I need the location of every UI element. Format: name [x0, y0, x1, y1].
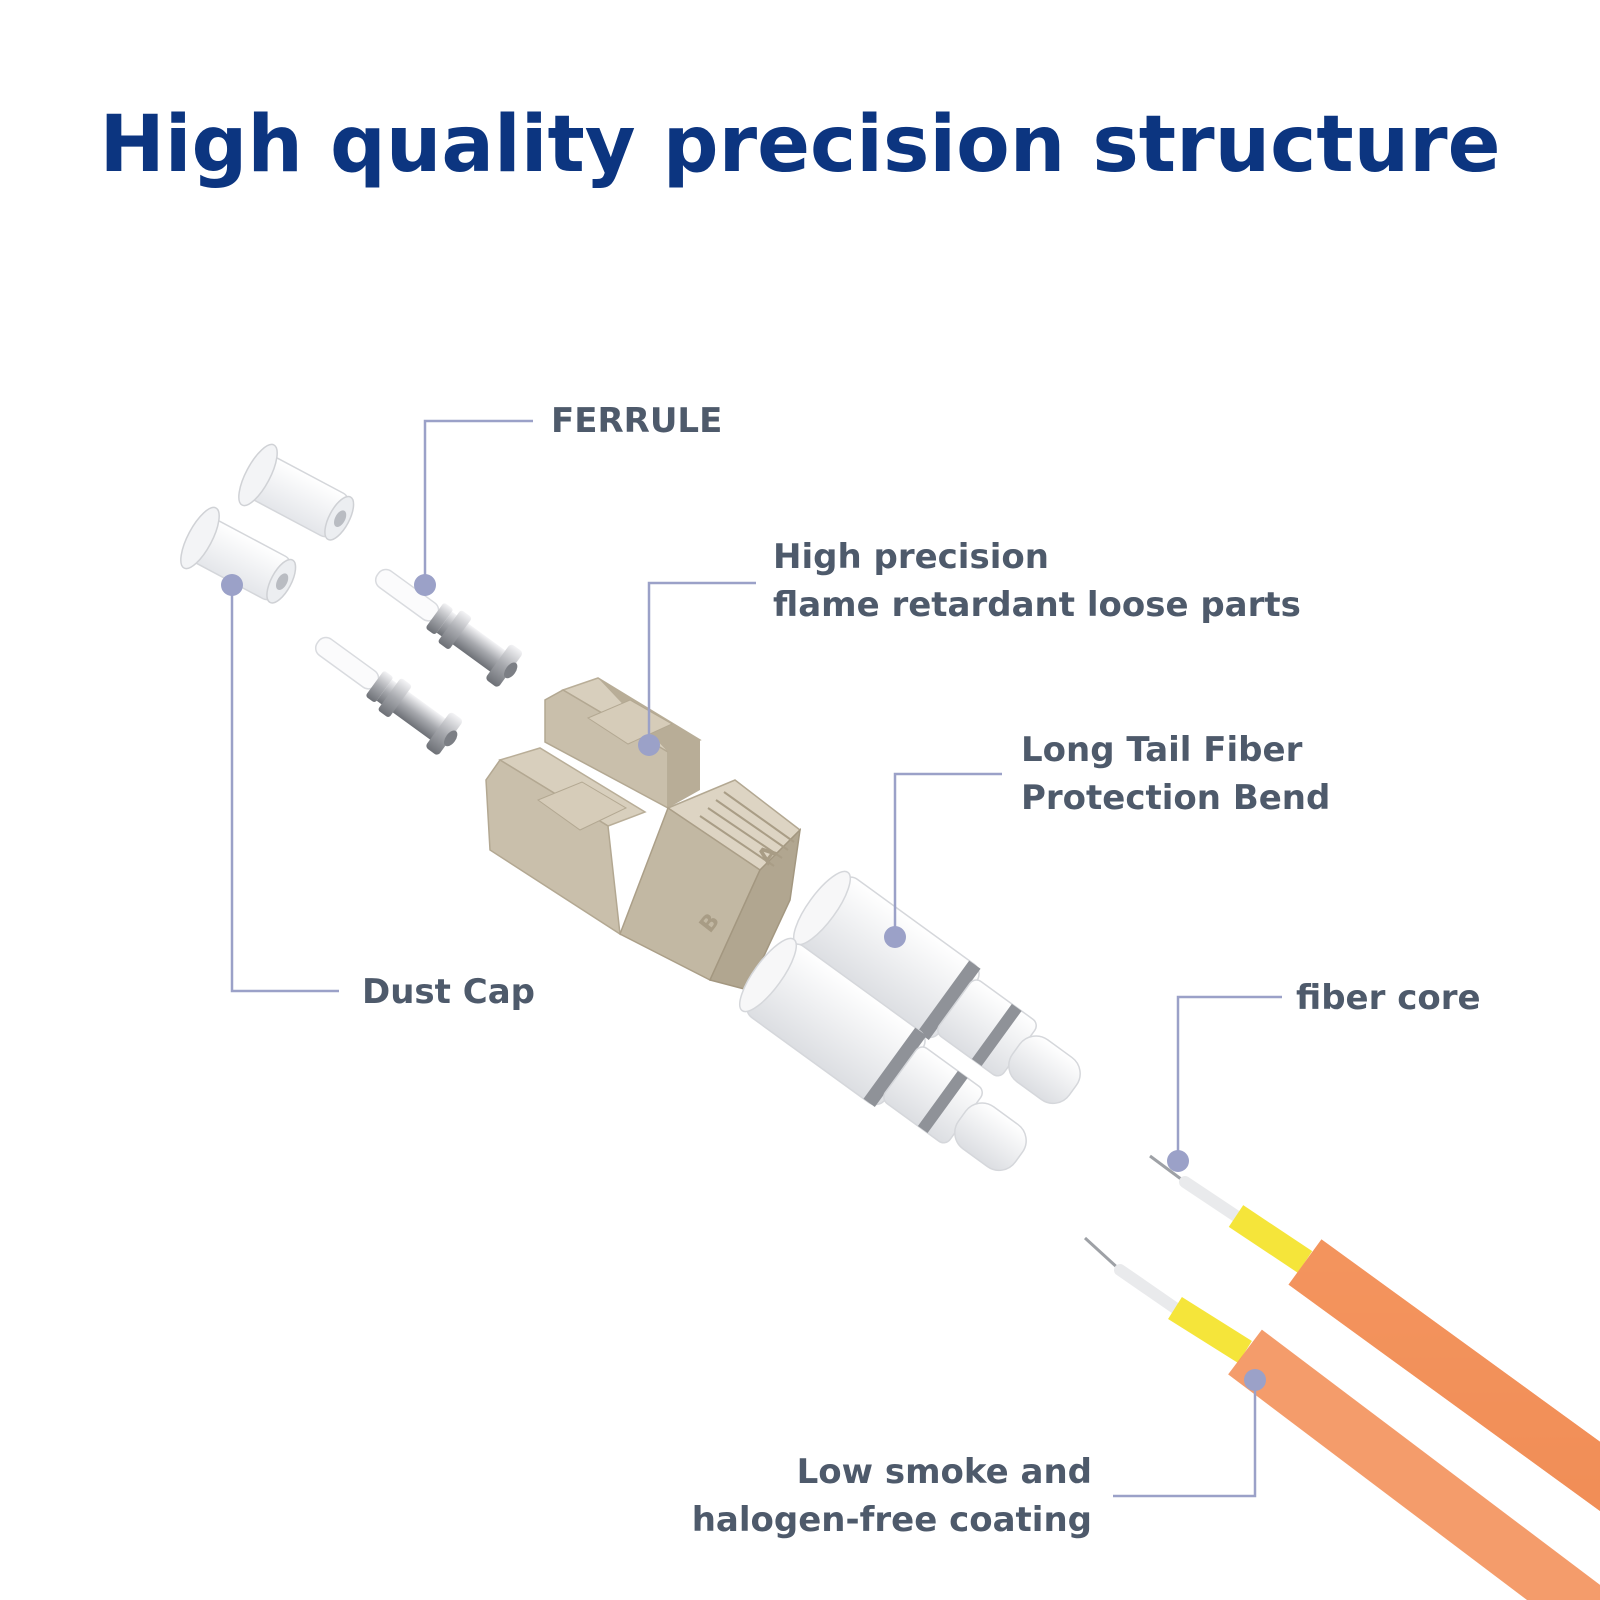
- dot-dust-cap: [221, 574, 243, 596]
- label-loose-parts: High precision flame retardant loose par…: [773, 533, 1301, 629]
- leader-dust-cap: [230, 585, 339, 993]
- boot-lower: [739, 937, 1027, 1172]
- dot-tail: [884, 926, 906, 948]
- dot-fiber-core: [1167, 1150, 1189, 1172]
- label-loose-parts-line1: High precision: [773, 537, 1049, 577]
- lc-duplex-housing: A B: [485, 677, 802, 991]
- label-coating-line1: Low smoke and: [796, 1452, 1092, 1492]
- dust-cap-upper: [238, 443, 355, 541]
- leader-fiber-core: [1176, 995, 1282, 1161]
- ferrule-lower: [314, 636, 463, 755]
- leader-dots: [221, 574, 1266, 1391]
- label-ferrule: FERRULE: [551, 397, 722, 445]
- label-ferrule-text: FERRULE: [551, 401, 723, 441]
- leader-loose-parts: [647, 581, 756, 745]
- label-fiber-core-text: fiber core: [1296, 978, 1481, 1018]
- label-fiber-core: fiber core: [1296, 974, 1481, 1022]
- label-dust-cap-text: Dust Cap: [362, 972, 535, 1012]
- label-loose-parts-line2: flame retardant loose parts: [773, 585, 1301, 625]
- fiber-cable-lower: [1083, 1236, 1600, 1600]
- page-title: High quality precision structure: [99, 100, 1501, 190]
- label-tail: Long Tail Fiber Protection Bend: [1021, 726, 1330, 822]
- leader-tail: [893, 772, 1002, 937]
- dot-ferrule: [414, 574, 436, 596]
- ferrule-upper: [374, 568, 523, 687]
- dot-loose-parts: [638, 734, 660, 756]
- fiber-cable-upper: [1149, 1154, 1600, 1512]
- label-coating-line2: halogen-free coating: [691, 1500, 1092, 1540]
- label-dust-cap: Dust Cap: [362, 968, 535, 1016]
- boot-upper: [793, 870, 1081, 1105]
- dot-coating: [1244, 1369, 1266, 1391]
- label-tail-line1: Long Tail Fiber: [1021, 730, 1303, 770]
- label-tail-line2: Protection Bend: [1021, 778, 1331, 818]
- label-coating: Low smoke and halogen-free coating: [692, 1448, 1092, 1544]
- dust-cap-lower: [180, 506, 297, 604]
- leader-lines: [230, 419, 1282, 1498]
- leader-coating: [1113, 1380, 1257, 1498]
- leader-ferrule: [423, 419, 533, 585]
